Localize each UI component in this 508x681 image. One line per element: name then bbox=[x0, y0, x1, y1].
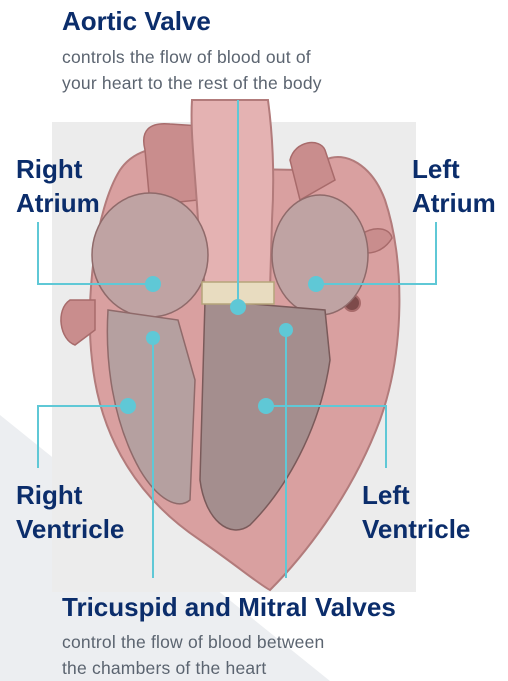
marker-mitral bbox=[279, 323, 293, 337]
left-atrium-line-1: Left bbox=[412, 152, 496, 186]
marker-right-ventricle bbox=[120, 398, 136, 414]
right-ventricle-label: Right Ventricle bbox=[16, 478, 124, 546]
right-atrium-line-1: Right bbox=[16, 152, 100, 186]
left-atrium-line-2: Atrium bbox=[412, 186, 496, 220]
left-atrium-chamber bbox=[272, 195, 368, 315]
valves-title: Tricuspid and Mitral Valves bbox=[62, 590, 396, 624]
valves-desc-line-2: the chambers of the heart bbox=[62, 655, 462, 681]
aortic-desc-line-1: controls the flow of blood out of bbox=[62, 44, 442, 70]
right-ventricle-line-2: Ventricle bbox=[16, 512, 124, 546]
left-ventricle-label: Left Ventricle bbox=[362, 478, 470, 546]
aortic-desc-line-2: your heart to the rest of the body bbox=[62, 70, 442, 96]
valves-desc-line-1: control the flow of blood between bbox=[62, 629, 462, 655]
aortic-valve-description: controls the flow of blood out of your h… bbox=[62, 44, 442, 96]
marker-tricuspid bbox=[146, 331, 160, 345]
left-atrium-label: Left Atrium bbox=[412, 152, 496, 220]
aortic-valve-title: Aortic Valve bbox=[62, 4, 211, 38]
left-ventricle-line-2: Ventricle bbox=[362, 512, 470, 546]
marker-left-atrium bbox=[308, 276, 324, 292]
right-ventricle-line-1: Right bbox=[16, 478, 124, 512]
right-atrium-chamber bbox=[92, 193, 208, 317]
right-atrium-line-2: Atrium bbox=[16, 186, 100, 220]
marker-aortic bbox=[230, 299, 246, 315]
marker-left-ventricle bbox=[258, 398, 274, 414]
valves-description: control the flow of blood between the ch… bbox=[62, 629, 462, 681]
left-ventricle-line-1: Left bbox=[362, 478, 470, 512]
right-atrium-label: Right Atrium bbox=[16, 152, 100, 220]
marker-right-atrium bbox=[145, 276, 161, 292]
